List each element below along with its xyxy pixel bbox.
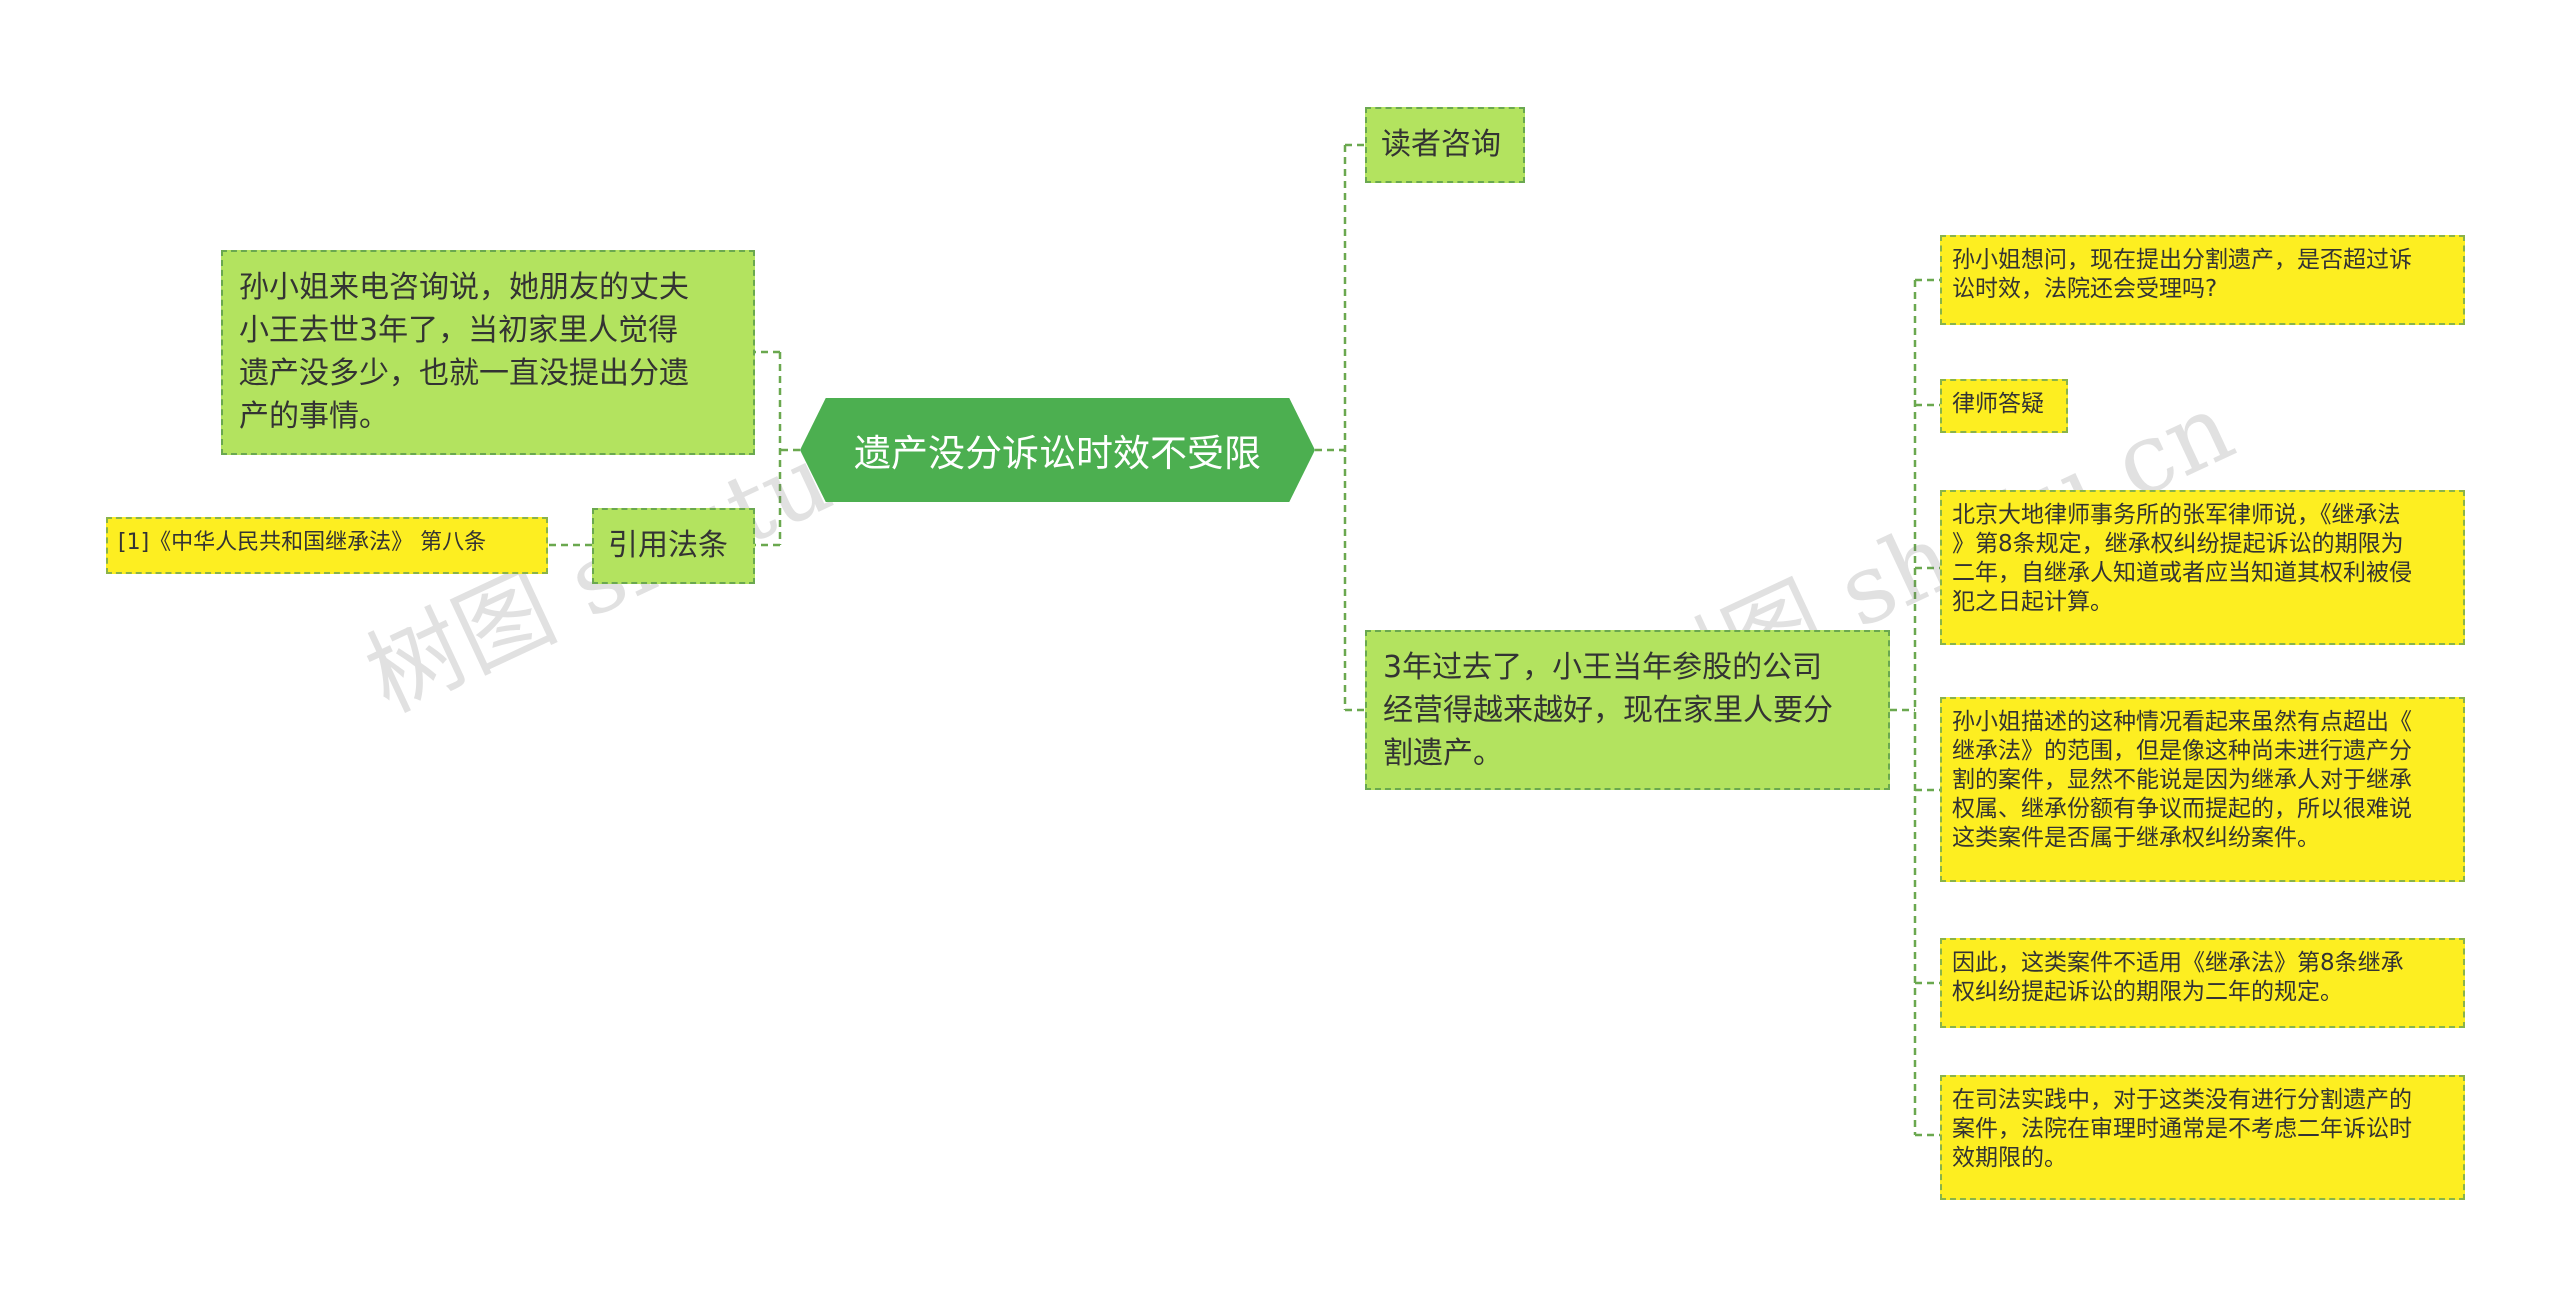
cite-ref-node[interactable]: [1]《中华人民共和国继承法》 第八条 xyxy=(106,517,548,574)
cite-label-node[interactable]: 引用法条 xyxy=(592,508,755,584)
consult-node[interactable]: 读者咨询 xyxy=(1365,107,1525,183)
story-node[interactable]: 孙小姐来电咨询说，她朋友的丈夫 小王去世3年了，当初家里人觉得 遗产没多少，也就… xyxy=(221,250,755,455)
detail-lawyer-node[interactable]: 律师答疑 xyxy=(1940,379,2068,433)
detail-question-node[interactable]: 孙小姐想问，现在提出分割遗产，是否超过诉 讼时效，法院还会受理吗? xyxy=(1940,235,2465,325)
detail-analysis-node[interactable]: 孙小姐描述的这种情况看起来虽然有点超出《 继承法》的范围，但是像这种尚未进行遗产… xyxy=(1940,697,2465,882)
root-node[interactable]: 遗产没分诉讼时效不受限 xyxy=(800,398,1315,502)
detail-practice-node[interactable]: 在司法实践中，对于这类没有进行分割遗产的 案件，法院在审理时通常是不考虑二年诉讼… xyxy=(1940,1075,2465,1200)
detail-conclusion-node[interactable]: 因此，这类案件不适用《继承法》第8条继承 权纠纷提起诉讼的期限为二年的规定。 xyxy=(1940,938,2465,1028)
situation-node[interactable]: 3年过去了，小王当年参股的公司 经营得越来越好，现在家里人要分 割遗产。 xyxy=(1365,630,1890,790)
detail-law-node[interactable]: 北京大地律师事务所的张军律师说，《继承法 》第8条规定，继承权纠纷提起诉讼的期限… xyxy=(1940,490,2465,645)
